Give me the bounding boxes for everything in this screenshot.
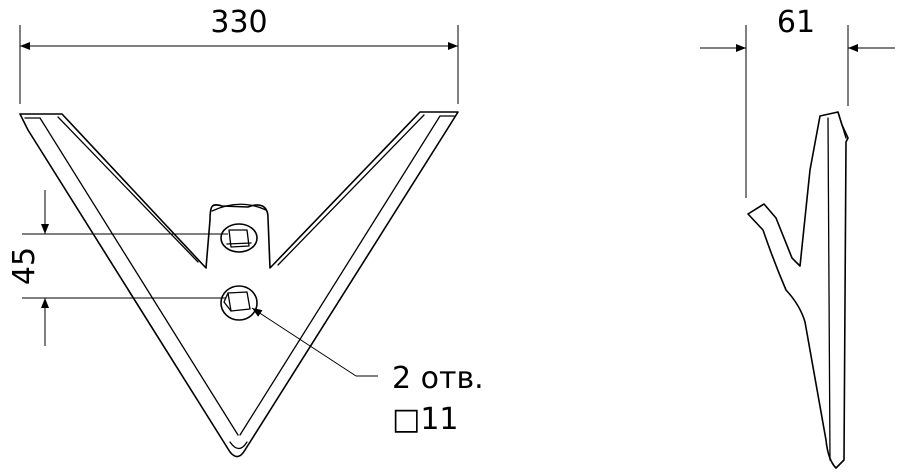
right-inner-bevel <box>277 114 425 266</box>
tip-bevel <box>229 441 248 450</box>
front-view <box>19 111 459 458</box>
left-inner-bevel <box>57 116 199 263</box>
neck-top-curve <box>211 203 267 212</box>
side-profile <box>747 111 849 469</box>
left-edge-bevel <box>24 117 239 436</box>
holes-count-label: 2 отв. <box>392 361 484 396</box>
hole-annotation: 2 отв. □11 <box>251 307 484 437</box>
dimension-hole-spacing: 45 <box>7 190 228 346</box>
hole-size-label: □11 <box>392 402 459 437</box>
hole-spacing-label: 45 <box>7 247 42 285</box>
lower-hole <box>220 285 258 321</box>
side-bevel <box>837 111 847 139</box>
width-label: 330 <box>210 5 267 40</box>
right-edge-bevel <box>239 115 455 436</box>
sweep-outline <box>19 111 459 458</box>
upper-hole <box>220 223 258 253</box>
side-view <box>747 111 849 469</box>
dimension-thickness: 61 <box>700 5 895 198</box>
thickness-label: 61 <box>777 5 815 40</box>
dimension-width: 330 <box>19 5 459 104</box>
side-inner-line <box>827 117 831 461</box>
